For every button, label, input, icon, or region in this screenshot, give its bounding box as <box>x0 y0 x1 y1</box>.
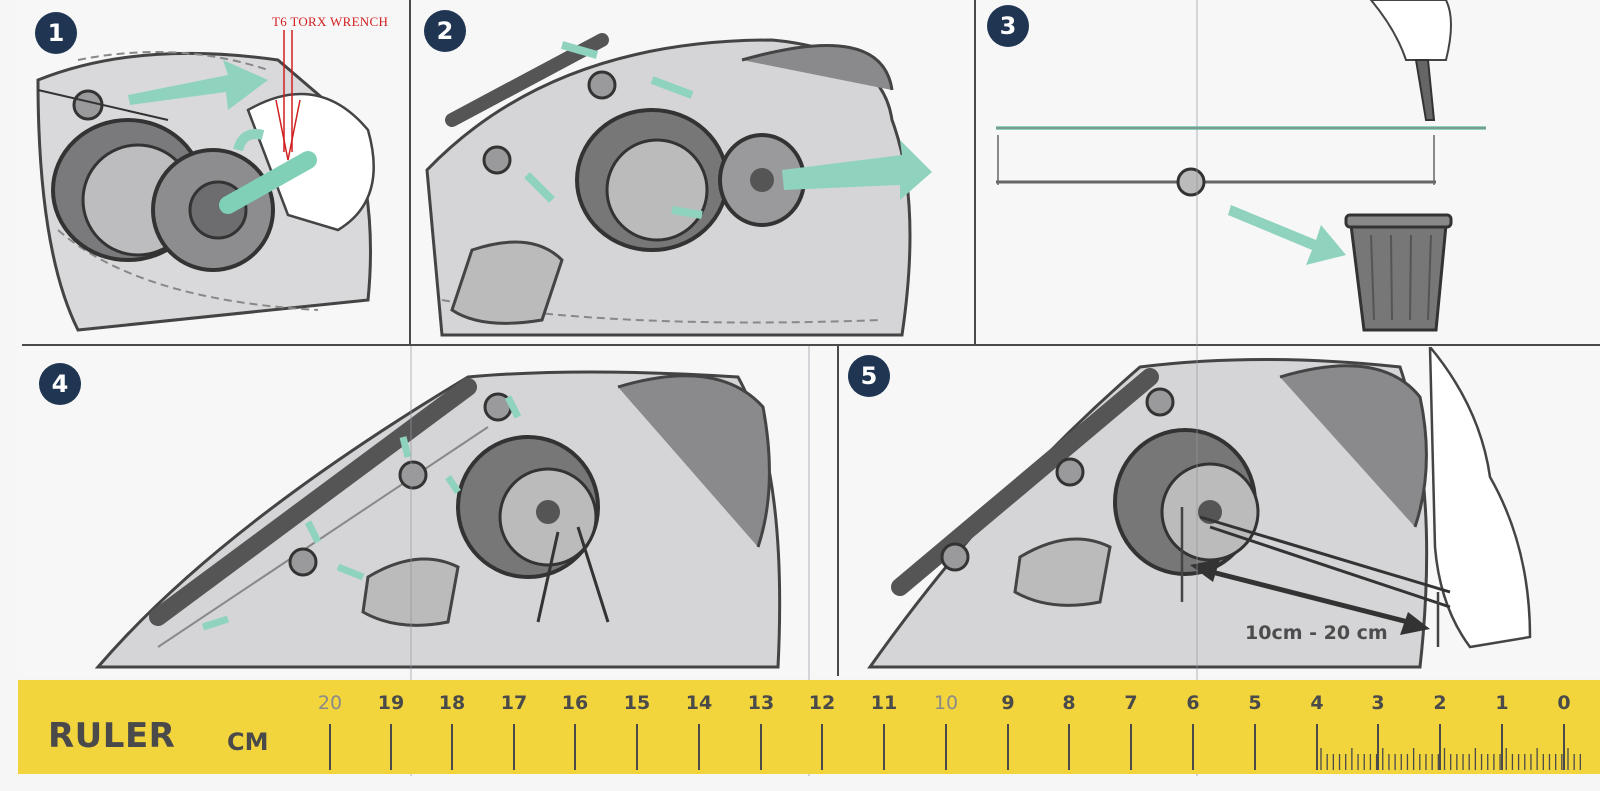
ruler-tick-label: 11 <box>870 692 898 714</box>
lace-length-measurement: 10cm - 20 cm <box>1245 622 1388 644</box>
ruler-millimeter-ticks <box>1320 748 1582 770</box>
step-1-panel: 1 <box>18 0 410 343</box>
centimeter-ruler: RULER CM 20 19 18 17 16 15 14 13 12 11 1… <box>18 680 1600 774</box>
paper-fold <box>808 346 810 776</box>
ruler-tick-label: 2 <box>1433 692 1447 714</box>
ruler-tick <box>760 724 762 770</box>
ruler-tick-label: 16 <box>561 692 589 714</box>
ruler-tick <box>1130 724 1132 770</box>
panel-divider <box>837 346 839 676</box>
panel-divider <box>974 0 976 344</box>
step-number-badge: 4 <box>39 363 81 405</box>
ruler-tick <box>1439 724 1441 770</box>
ruler-tick-label: 1 <box>1495 692 1509 714</box>
step-number-badge: 5 <box>848 355 890 397</box>
ruler-tick-label: 12 <box>808 692 836 714</box>
ruler-tick <box>1007 724 1009 770</box>
step-5-panel: 5 <box>840 347 1600 677</box>
ruler-tick-label: 18 <box>438 692 466 714</box>
step-2-illustration <box>425 33 932 337</box>
ruler-tick <box>329 724 331 770</box>
ruler-tick <box>1316 724 1318 770</box>
ruler-tick <box>698 724 700 770</box>
ruler-tick <box>1192 724 1194 770</box>
ruler-tick-label: 5 <box>1248 692 1262 714</box>
step-number-badge: 2 <box>424 10 466 52</box>
ruler-tick-label: 13 <box>747 692 775 714</box>
ruler-tick-label: 17 <box>500 692 528 714</box>
ruler-tick <box>451 724 453 770</box>
paper-fold <box>1196 0 1198 776</box>
ruler-tick-label: 0 <box>1557 692 1571 714</box>
ruler-title: RULER <box>48 716 176 756</box>
ruler-tick <box>883 724 885 770</box>
ruler-tick-label: 14 <box>685 692 713 714</box>
paper-fold <box>410 346 412 776</box>
panel-divider <box>22 344 1600 346</box>
step-3-panel: 3 <box>976 0 1600 343</box>
ruler-tick <box>1068 724 1070 770</box>
step-4-panel: 4 <box>18 347 836 677</box>
step-1-illustration <box>36 30 375 332</box>
ruler-tick-label: 3 <box>1371 692 1385 714</box>
ruler-tick-label: 19 <box>377 692 405 714</box>
ruler-tick <box>821 724 823 770</box>
ruler-tick <box>574 724 576 770</box>
ruler-tick <box>390 724 392 770</box>
ruler-tick <box>1563 724 1565 770</box>
ruler-tick-label: 20 <box>317 692 343 714</box>
ruler-tick <box>945 724 947 770</box>
torx-wrench-annotation: T6 TORX WRENCH <box>272 14 389 29</box>
ruler-tick-label: 4 <box>1310 692 1324 714</box>
ruler-tick <box>1377 724 1379 770</box>
step-number-badge: 3 <box>987 5 1029 47</box>
step-5-illustration <box>867 347 1532 669</box>
step-number-badge: 1 <box>35 12 77 54</box>
ruler-tick-label: 9 <box>1001 692 1015 714</box>
ruler-tick <box>636 724 638 770</box>
step-2-panel: 2 <box>412 0 974 343</box>
ruler-tick-label: 10 <box>933 692 959 714</box>
panel-divider <box>409 0 411 344</box>
ruler-tick <box>1254 724 1256 770</box>
ruler-tick-label: 7 <box>1124 692 1138 714</box>
ruler-unit: CM <box>227 728 269 756</box>
ruler-tick-label: 15 <box>623 692 651 714</box>
ruler-tick-label: 8 <box>1062 692 1076 714</box>
step-4-illustration <box>94 370 782 669</box>
step-3-illustration <box>996 0 1486 332</box>
ruler-tick <box>513 724 515 770</box>
ruler-tick <box>1501 724 1503 770</box>
ruler-tick-label: 6 <box>1186 692 1200 714</box>
